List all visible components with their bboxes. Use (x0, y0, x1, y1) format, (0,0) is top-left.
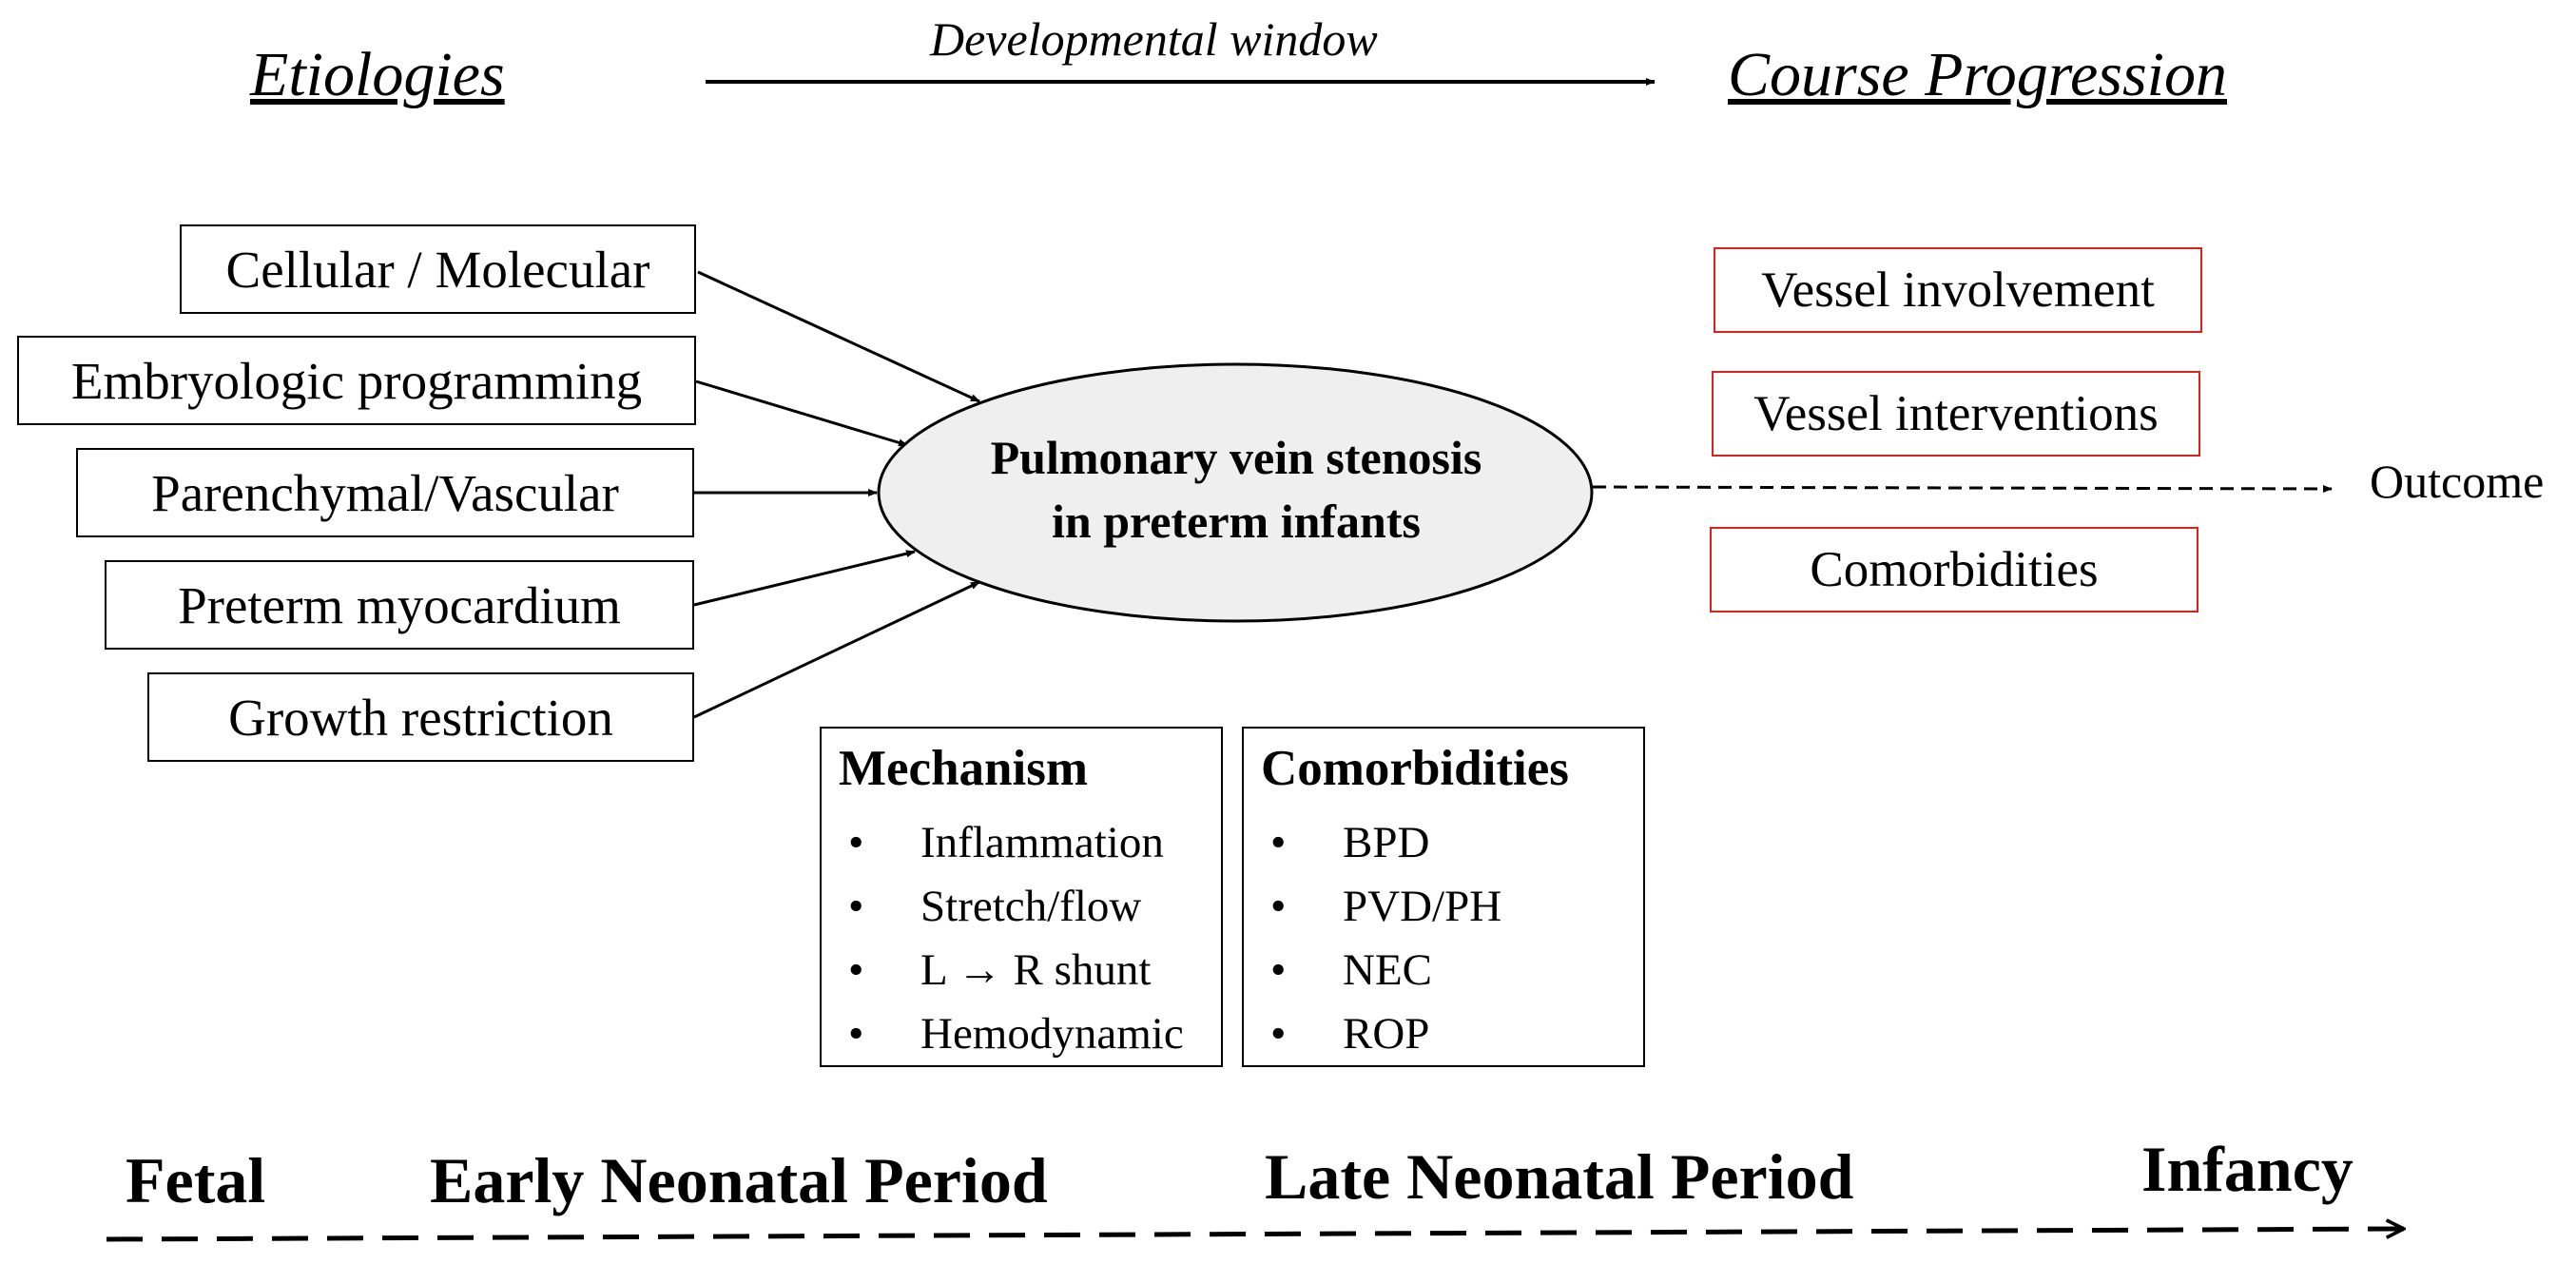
arrow-embryologic (695, 379, 908, 447)
etiology-box-embryologic-programming: Embryologic programming (17, 336, 696, 425)
list-item: •L → R shunt (848, 945, 1152, 995)
mechanism-title: Mechanism (839, 741, 1089, 796)
arrow-preterm-myocardium (693, 550, 916, 607)
course-progression-heading: Course Progression (1728, 40, 2227, 109)
course-box-comorbidities: Comorbidities (1710, 527, 2198, 613)
timeline-dashed-arrow (106, 1229, 2404, 1242)
etiology-box-preterm-myocardium: Preterm myocardium (105, 560, 694, 650)
comorbidities-title: Comorbidities (1261, 741, 1569, 796)
comorbidities-list: •BPD •PVD/PH •NEC •ROP (1261, 811, 1628, 1066)
outcome-dashed-arrow (1592, 484, 2333, 493)
course-box-vessel-involvement: Vessel involvement (1714, 247, 2202, 333)
period-fetal: Fetal (126, 1144, 266, 1216)
period-early-neonatal: Early Neonatal Period (430, 1144, 1048, 1216)
etiology-box-cellular-molecular: Cellular / Molecular (180, 224, 696, 314)
arrow-growth-restriction (693, 580, 980, 719)
comorbidities-box: Comorbidities •BPD •PVD/PH •NEC •ROP (1242, 727, 1645, 1067)
period-infancy: Infancy (2141, 1133, 2353, 1205)
course-box-vessel-interventions: Vessel interventions (1712, 371, 2200, 457)
arrow-cellular (697, 270, 980, 403)
center-label-line1: Pulmonary vein stenosis (990, 430, 1482, 484)
etiologies-heading: Etiologies (250, 40, 505, 109)
center-label: Pulmonary vein stenosis in preterm infan… (880, 361, 1593, 618)
list-item: •ROP (1270, 1009, 1430, 1059)
outcome-label: Outcome (2370, 455, 2545, 508)
list-item: •Stretch/flow (848, 882, 1142, 931)
list-item: •Hemodynamic (848, 1009, 1184, 1059)
etiology-box-parenchymal-vascular: Parenchymal/Vascular (76, 448, 694, 537)
period-late-neonatal: Late Neonatal Period (1265, 1140, 1854, 1213)
list-item: •NEC (1270, 945, 1432, 995)
list-item: •PVD/PH (1270, 882, 1502, 931)
etiology-box-growth-restriction: Growth restriction (147, 672, 694, 762)
developmental-window-label: Developmental window (930, 12, 1378, 66)
mechanism-box: Mechanism •Inflammation •Stretch/flow •L… (820, 727, 1223, 1067)
center-label-line2: in preterm infants (1052, 495, 1421, 548)
center-ellipse (877, 362, 1594, 623)
list-item: •Inflammation (848, 818, 1164, 867)
mechanism-list: •Inflammation •Stretch/flow •L → R shunt… (839, 811, 1206, 1066)
list-item: •BPD (1270, 818, 1430, 867)
